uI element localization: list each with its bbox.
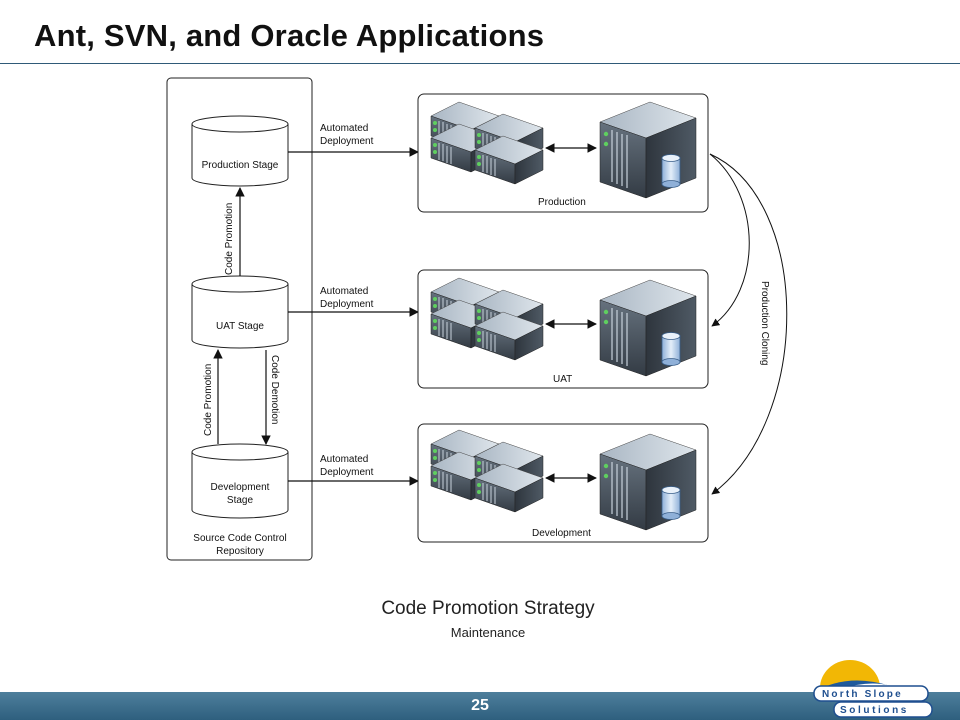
north-slope-solutions-logo: North Slope Solutions: [813, 660, 933, 718]
page-number: 25: [471, 697, 489, 714]
environment-label-development: Development: [532, 528, 591, 539]
repository-box: [166, 77, 313, 561]
uat-stage-db: UAT Stage: [191, 275, 289, 349]
repository-label-line2: Repository: [216, 546, 264, 557]
cloning-arrow-to-development: [709, 153, 788, 495]
slide-title: Ant, SVN, and Oracle Applications: [34, 18, 545, 53]
development-stage-label-line1: Development: [211, 482, 270, 493]
uat-stage-label: UAT Stage: [216, 321, 264, 332]
environment-label-uat: UAT: [553, 374, 572, 385]
diagram-caption-subtitle: Maintenance: [450, 625, 526, 640]
promotion-label-upper: Code Promotion: [224, 203, 235, 275]
environment-label-production: Production: [538, 197, 586, 208]
development-stage-db: Development Stage: [191, 443, 289, 519]
cloning-label: Production Cloning: [759, 281, 770, 366]
production-stage-db: Production Stage: [191, 115, 289, 187]
deploy-label-development-line2: Deployment: [320, 467, 374, 478]
deploy-label-development-line1: Automated: [320, 454, 368, 465]
promotion-label-lower: Code Promotion: [203, 364, 214, 436]
footer-bar: [0, 692, 960, 720]
deploy-label-uat-line2: Deployment: [320, 299, 374, 310]
environment-uat: UAT: [417, 269, 709, 389]
deploy-label-uat-line1: Automated: [320, 286, 368, 297]
logo-text-line1: North Slope: [822, 689, 903, 700]
environment-development: Development: [417, 423, 709, 543]
repository-label-line1: Source Code Control: [193, 533, 286, 544]
deploy-label-production-line1: Automated: [320, 123, 368, 134]
environment-production: Production: [417, 93, 709, 213]
development-stage-label-line2: Stage: [227, 495, 254, 506]
demotion-label: Code Demotion: [269, 355, 280, 424]
deploy-label-production-line2: Deployment: [320, 136, 374, 147]
diagram-caption-title: Code Promotion Strategy: [381, 598, 595, 619]
title-underline: [0, 63, 960, 64]
cloning-arrow-to-uat: [709, 153, 750, 327]
logo-text-line2: Solutions: [840, 705, 909, 716]
production-stage-label: Production Stage: [202, 160, 279, 171]
